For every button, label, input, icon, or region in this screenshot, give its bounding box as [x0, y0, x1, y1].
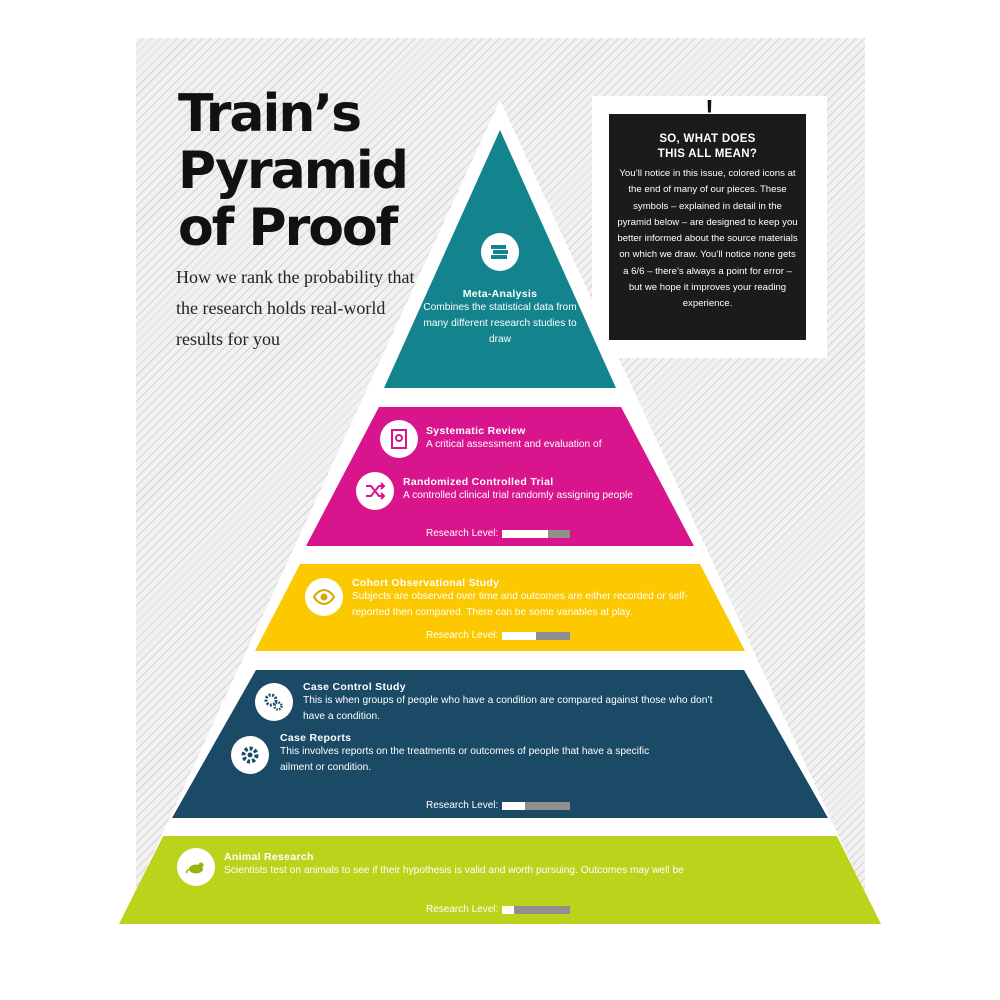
tier-heading: Meta-Analysis [462, 288, 538, 300]
research-level-fill [502, 529, 548, 538]
callout-heading: SO, WHAT DOES THIS ALL MEAN? [657, 133, 758, 160]
tier-description: This is when groups of people who have a… [303, 695, 713, 722]
exclamation-icon: ! [705, 94, 714, 124]
research-level-bar [502, 905, 571, 914]
research-level-fill [502, 905, 514, 914]
shuffle-icon [356, 472, 394, 510]
gears-icon [255, 683, 293, 721]
research-level-fill [502, 801, 525, 810]
page-subtitle: How we rank the probability that the res… [176, 267, 415, 349]
callout-body: You’ll notice in this issue, colored ico… [617, 168, 798, 310]
tier-animal-band [119, 836, 881, 924]
tier-heading: Cohort Observational Study [352, 577, 500, 589]
research-level-cohort: Research Level: [426, 630, 571, 641]
gear-icon [231, 736, 269, 774]
tier-meta-analysis-text: Meta-Analysis Combines the statistical d… [420, 288, 580, 348]
research-level-label: Research Level: [426, 528, 499, 539]
research-level-bar [502, 529, 571, 538]
tier-animal-text: Animal Research Scientists test on anima… [224, 851, 744, 879]
research-level-bar [502, 801, 571, 810]
mouse-icon [177, 848, 215, 886]
research-level-case: Research Level: [426, 800, 571, 811]
eye-icon [305, 578, 343, 616]
tier-heading: Systematic Review [426, 425, 526, 437]
research-level-label: Research Level: [426, 800, 499, 811]
tier-description: Combines the statistical data from many … [423, 302, 577, 345]
tier-description: A controlled clinical trial randomly ass… [403, 490, 633, 501]
tier-description: A critical assessment and evaluation of [426, 439, 602, 450]
callout-panel: SO, WHAT DOES THIS ALL MEAN? You’ll noti… [609, 114, 806, 340]
tier-case-control-text: Case Control Study This is when groups o… [303, 681, 713, 725]
tier-cohort-text: Cohort Observational Study Subjects are … [352, 577, 714, 621]
tier-heading: Animal Research [224, 851, 314, 863]
tier-case-reports-text: Case Reports This involves reports on th… [280, 732, 680, 776]
books-icon [481, 233, 519, 271]
document-icon [380, 420, 418, 458]
callout-box: ! SO, WHAT DOES THIS ALL MEAN? You’ll no… [592, 94, 827, 358]
tier-description: Subjects are observed over time and outc… [352, 591, 688, 618]
tier-description: Scientists test on animals to see if the… [224, 865, 684, 876]
tier-description: This involves reports on the treatments … [280, 746, 650, 773]
tier-heading: Randomized Controlled Trial [403, 476, 554, 488]
research-level-label: Research Level: [426, 630, 499, 641]
research-level-rct: Research Level: [426, 528, 571, 539]
tier-rct-text: Randomized Controlled Trial A controlled… [403, 476, 683, 504]
research-level-label: Research Level: [426, 904, 499, 915]
research-level-bar [502, 631, 571, 640]
research-level-animal: Research Level: [426, 904, 571, 915]
tier-heading: Case Control Study [303, 681, 406, 693]
page-title: Train’s Pyramid of Proof [178, 84, 409, 258]
research-level-fill [502, 631, 537, 640]
tier-systematic-review-text: Systematic Review A critical assessment … [426, 425, 676, 453]
tier-heading: Case Reports [280, 732, 352, 744]
